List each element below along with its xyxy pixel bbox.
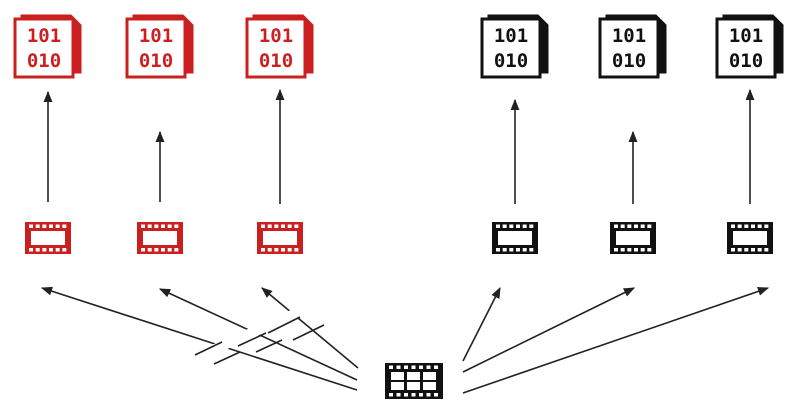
binary-line-1: 101: [612, 25, 646, 47]
fan-arrow-black-1: [462, 287, 501, 362]
crossing-gap: [187, 295, 329, 365]
fan-arrow-black-2: [462, 287, 636, 373]
binary-line-1: 101: [259, 25, 293, 47]
binary-line-2: 010: [139, 50, 173, 72]
binary-line-1: 101: [494, 25, 528, 47]
crossing-mark: [267, 316, 301, 334]
film-strip-icon: [727, 222, 773, 254]
film-strip-icon: [257, 222, 303, 254]
fan-arrow-black-3: [462, 287, 770, 394]
crossing-mark: [292, 324, 325, 341]
arrows-layer: [40, 88, 770, 394]
binary-line-1: 101: [139, 25, 173, 47]
binary-line-1: 101: [729, 25, 763, 47]
fan-arrow-red-3: [261, 287, 359, 369]
crossing-mark: [213, 351, 241, 365]
film-strip-icon: [137, 222, 183, 254]
binary-line-2: 010: [259, 50, 293, 72]
binary-line-2: 010: [27, 50, 61, 72]
crossing-mark: [237, 332, 267, 347]
binary-line-1: 101: [27, 25, 61, 47]
crossing-mark: [255, 339, 283, 353]
fan-arrow-red-1: [40, 286, 358, 391]
binary-line-2: 010: [494, 50, 528, 72]
binary-line-2: 010: [612, 50, 646, 72]
crossing-mark: [194, 341, 223, 356]
binary-line-2: 010: [729, 50, 763, 72]
film-strip-icon: [610, 222, 656, 254]
film-frames-source-icon: [385, 363, 443, 399]
film-strip-icon: [25, 222, 71, 254]
film-strip-icon: [492, 222, 538, 254]
